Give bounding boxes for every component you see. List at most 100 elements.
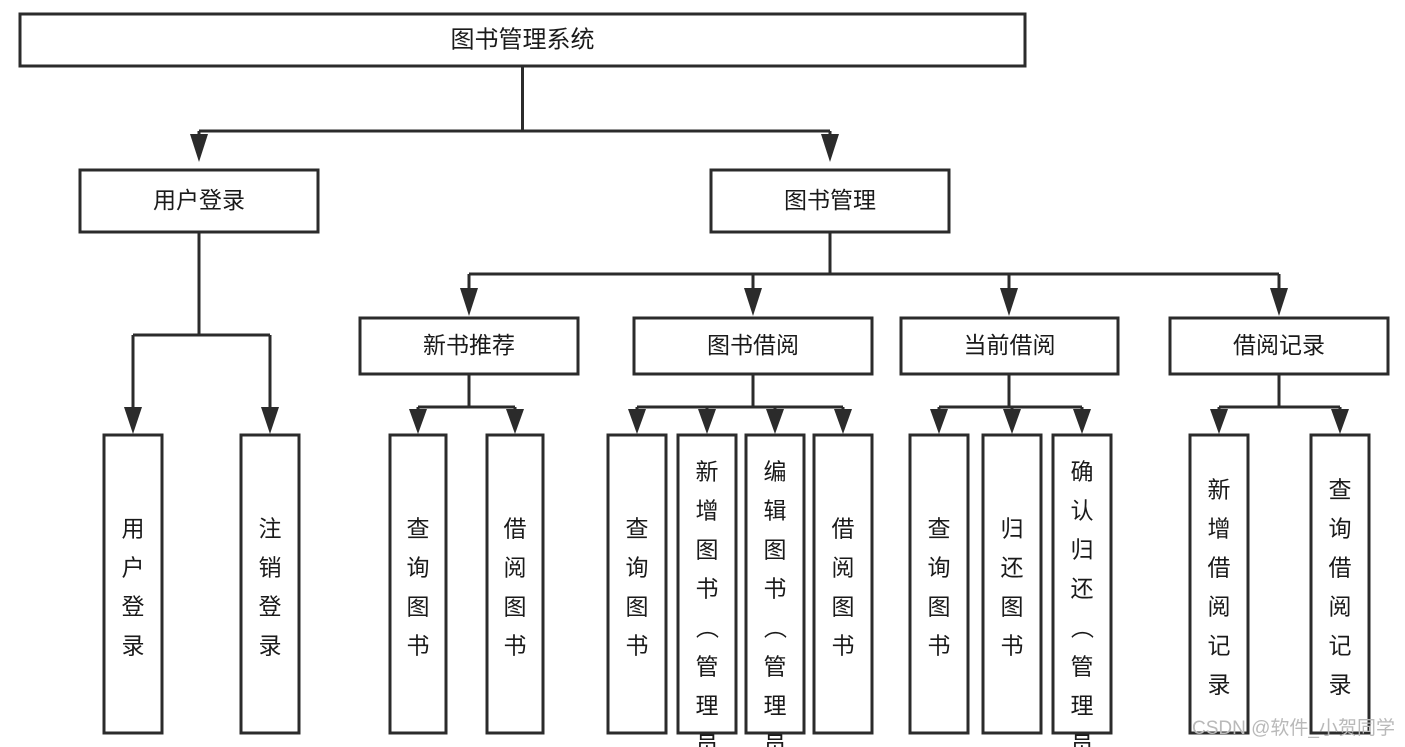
- leaf-label-glyph: 书: [928, 632, 951, 658]
- node-leaf-6[interactable]: [744, 433, 806, 735]
- leaf-label-glyph: 归: [1071, 536, 1094, 562]
- leaf-label-glyph: 管: [1071, 653, 1094, 679]
- leaf-label-glyph: 借: [504, 515, 527, 541]
- leaf-label-glyph: 书: [504, 632, 527, 658]
- arrow-head-br-leaf-2: [1331, 409, 1349, 434]
- leaf-label-glyph: 登: [259, 593, 282, 619]
- node-leaf-11[interactable]: [1188, 433, 1250, 735]
- leaf-label-glyph: 户: [122, 554, 145, 580]
- node-leaf-5[interactable]: [676, 433, 738, 735]
- leaf-label-glyph: 图: [1001, 593, 1024, 619]
- leaf-label-glyph: 阅: [832, 554, 855, 580]
- node-root-book-management-system[interactable]: [18, 12, 1027, 68]
- leaf-label-glyph: 阅: [1208, 593, 1231, 619]
- leaf-label-glyph: 书: [832, 632, 855, 658]
- csdn-watermark: CSDN @软件_小贺同学: [1192, 717, 1395, 739]
- leaf-label-glyph: 借: [1208, 554, 1231, 580]
- arrow-head-nbr-leaf-1: [409, 409, 427, 434]
- leaf-label-glyph: 确: [1071, 458, 1094, 484]
- leaf-label-glyph: 增: [1208, 515, 1231, 541]
- leaf-label-glyph: 员: [764, 731, 787, 747]
- arrow-head-current-borrow: [1000, 288, 1018, 316]
- leaf-label-glyph: 理: [1071, 692, 1094, 718]
- arrow-head-new-book-rec: [460, 288, 478, 316]
- leaf-label-glyph: 认: [1071, 497, 1094, 523]
- arrow-head-bb-leaf-4: [834, 409, 852, 434]
- leaf-label-glyph: 增: [696, 497, 719, 523]
- node-level3-1[interactable]: [632, 316, 874, 376]
- node-level2-1[interactable]: [709, 168, 951, 234]
- node-leaf-2[interactable]: [388, 433, 448, 735]
- leaf-label-glyph: 询: [1329, 515, 1352, 541]
- leaf-label-glyph: 管: [764, 653, 787, 679]
- leaf-label-glyph: 图: [696, 536, 719, 562]
- leaf-label-glyph: 注: [259, 515, 282, 541]
- arrow-head-cb-leaf-3: [1073, 409, 1091, 434]
- arrow-head-br-leaf-1: [1210, 409, 1228, 434]
- node-leaf-12[interactable]: [1309, 433, 1371, 735]
- leaf-label-glyph: （: [1069, 616, 1095, 639]
- arrow-head-bb-leaf-1: [628, 409, 646, 434]
- node-level3-0[interactable]: [358, 316, 580, 376]
- node-leaf-7[interactable]: [812, 433, 874, 735]
- node-level3-3[interactable]: [1168, 316, 1390, 376]
- leaf-label-glyph: 图: [407, 593, 430, 619]
- leaf-label-glyph: 还: [1071, 575, 1094, 601]
- leaf-label-glyph: 图: [504, 593, 527, 619]
- leaf-label-glyph: 询: [928, 554, 951, 580]
- arrow-head-borrow-record: [1270, 288, 1288, 316]
- node-leaf-4[interactable]: [606, 433, 668, 735]
- node-leaf-1[interactable]: [239, 433, 301, 735]
- leaf-label-glyph: 借: [832, 515, 855, 541]
- leaf-label-glyph: 录: [122, 632, 145, 658]
- connector-layer: [124, 66, 1349, 434]
- leaf-label-glyph: 录: [1329, 671, 1352, 697]
- leaf-label-glyph: 图: [928, 593, 951, 619]
- node-level3-label-3: 借阅记录: [1233, 332, 1325, 358]
- node-leaf-3[interactable]: [485, 433, 545, 735]
- leaf-label-glyph: 还: [1001, 554, 1024, 580]
- arrow-head-cb-leaf-2: [1003, 409, 1021, 434]
- leaf-label-glyph: 登: [122, 593, 145, 619]
- node-leaf-10[interactable]: [1051, 433, 1113, 735]
- arrow-head-leaf-user-login: [124, 407, 142, 434]
- arrow-head-nbr-leaf-2: [506, 409, 524, 434]
- node-level3-label-1: 图书借阅: [707, 332, 799, 358]
- node-leaf-8[interactable]: [908, 433, 970, 735]
- leaf-label-glyph: 书: [407, 632, 430, 658]
- arrow-head-bb-leaf-2: [698, 409, 716, 434]
- node-level2-label-0: 用户登录: [153, 187, 245, 213]
- node-level3-2[interactable]: [899, 316, 1120, 376]
- leaf-label-glyph: 用: [122, 515, 145, 541]
- leaf-label-glyph: 录: [1208, 671, 1231, 697]
- leaf-label-glyph: 记: [1208, 632, 1231, 658]
- leaf-label-glyph: 员: [696, 731, 719, 747]
- leaf-label-glyph: 图: [764, 536, 787, 562]
- leaf-label-glyph: 管: [696, 653, 719, 679]
- leaf-label-glyph: （: [694, 616, 720, 639]
- leaf-label-glyph: （: [762, 616, 788, 639]
- node-level2-label-1: 图书管理: [784, 187, 876, 213]
- leaf-label-glyph: 书: [696, 575, 719, 601]
- arrow-head-leaf-logout: [261, 407, 279, 434]
- leaf-label-glyph: 书: [1001, 632, 1024, 658]
- leaf-label-glyph: 图: [626, 593, 649, 619]
- leaf-label-glyph: 录: [259, 632, 282, 658]
- node-leaf-0[interactable]: [102, 433, 164, 735]
- leaf-label-glyph: 编: [764, 458, 787, 484]
- leaf-label-glyph: 理: [764, 692, 787, 718]
- leaf-label-glyph: 询: [407, 554, 430, 580]
- node-level2-0[interactable]: [78, 168, 320, 234]
- leaf-label-glyph: 书: [764, 575, 787, 601]
- leaf-label-glyph: 阅: [1329, 593, 1352, 619]
- node-leaf-9[interactable]: [981, 433, 1043, 735]
